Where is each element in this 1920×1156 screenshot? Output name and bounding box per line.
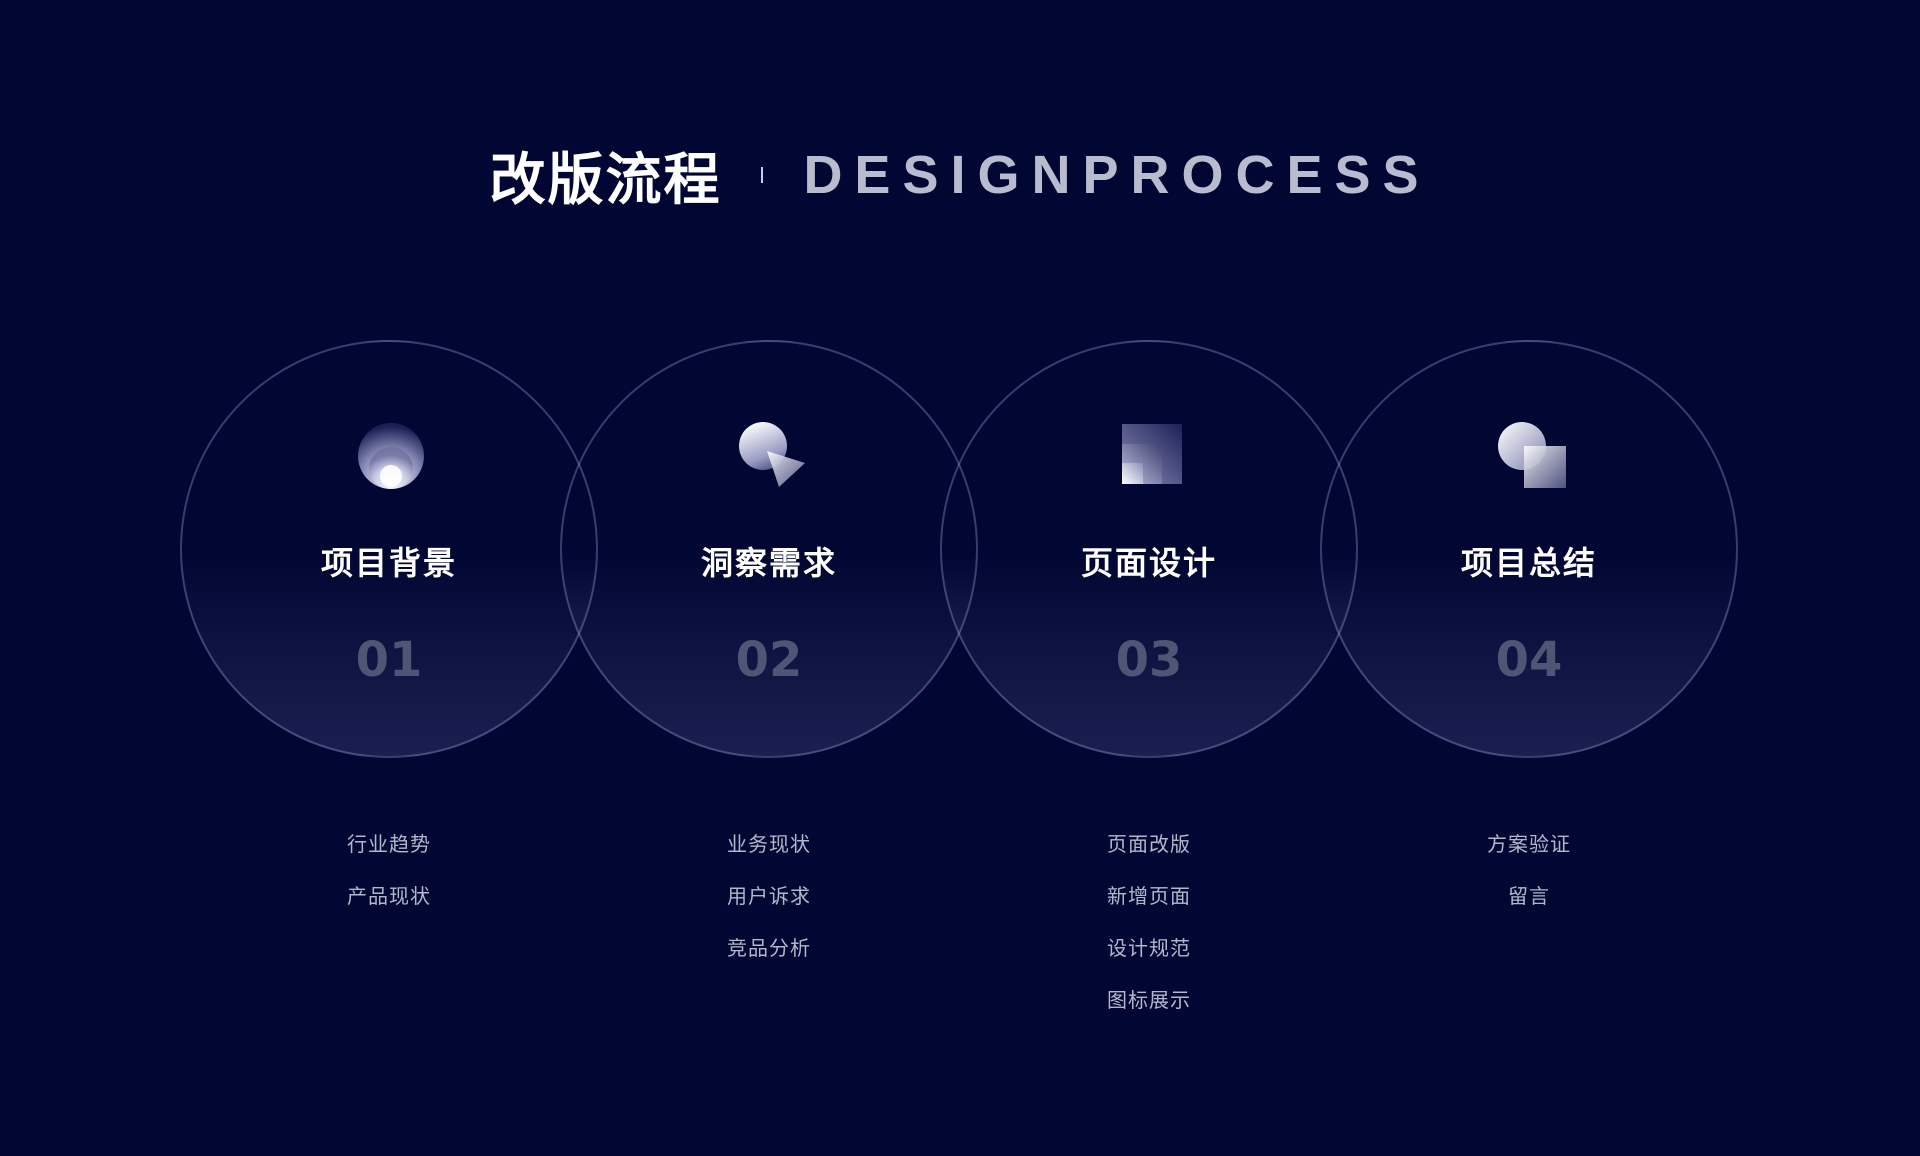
list-item: 行业趋势	[347, 832, 431, 856]
step-title: 页面设计	[1080, 544, 1217, 582]
list-item: 新增页面	[1107, 884, 1191, 908]
list-item: 方案验证	[1487, 832, 1571, 856]
step-card-4: 项目总结 04	[1320, 340, 1738, 758]
list-item: 图标展示	[1107, 988, 1191, 1012]
circle-square-icon	[1498, 422, 1566, 488]
list-item: 业务现状	[727, 832, 811, 856]
list-item: 留言	[1508, 884, 1550, 908]
stacked-squares-icon	[1122, 424, 1182, 484]
step-number: 01	[355, 632, 423, 688]
step-title: 洞察需求	[700, 544, 837, 582]
step-2-list: 业务现状 用户诉求 竞品分析	[619, 818, 919, 974]
page-header: 改版流程 DESIGNPROCESS	[0, 140, 1920, 213]
list-item: 竞品分析	[727, 936, 811, 960]
step-card-2: 洞察需求 02	[560, 340, 978, 758]
step-title: 项目总结	[1460, 544, 1597, 582]
step-3-list: 页面改版 新增页面 设计规范 图标展示	[999, 818, 1299, 1026]
step-4-list: 方案验证 留言	[1379, 818, 1679, 922]
step-card-3: 页面设计 03	[940, 340, 1358, 758]
list-item: 用户诉求	[727, 884, 811, 908]
page-title: 改版流程	[489, 147, 722, 213]
step-number: 04	[1495, 632, 1563, 688]
circle-triangle-icon	[739, 422, 805, 487]
list-item: 产品现状	[347, 884, 431, 908]
step-card-1: 项目背景 01	[180, 340, 598, 758]
sphere-icon	[358, 423, 424, 489]
step-number: 03	[1115, 632, 1183, 688]
title-divider	[761, 167, 764, 183]
page-subtitle: DESIGNPROCESS	[803, 145, 1431, 205]
list-item: 页面改版	[1107, 832, 1191, 856]
step-number: 02	[735, 632, 803, 688]
step-1-list: 行业趋势 产品现状	[239, 818, 539, 922]
list-item: 设计规范	[1107, 936, 1191, 960]
step-title: 项目背景	[320, 544, 457, 582]
